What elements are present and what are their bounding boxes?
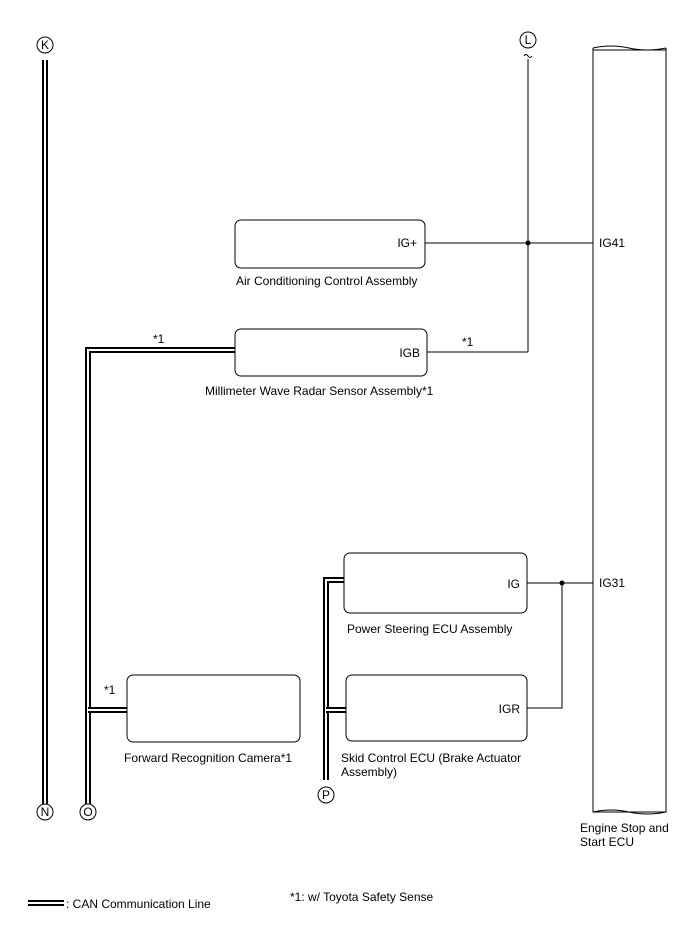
legend-can-label: : CAN Communication Line	[66, 897, 211, 911]
connector-o: O	[79, 803, 97, 821]
power-steering-label: Power Steering ECU Assembly	[347, 622, 512, 636]
wire-l-break	[523, 54, 533, 58]
pin-igb: IGB	[399, 346, 420, 360]
can-bus-o	[85, 347, 236, 804]
millimeter-wave-label: Millimeter Wave Radar Sensor Assembly*1	[205, 384, 434, 398]
power-steering-ecu-assembly: IG Power Steering ECU Assembly	[343, 552, 528, 636]
connector-p: P	[317, 786, 335, 804]
air-conditioning-control-assembly: IG+ Air Conditioning Control Assembly	[234, 219, 426, 288]
splice-ig31	[559, 580, 565, 586]
engine-ecu-name-1: Engine Stop and	[580, 821, 669, 835]
forward-recognition-camera: Forward Recognition Camera*1 *1	[104, 674, 301, 765]
skid-control-label-2: Assembly)	[341, 765, 397, 779]
pin-ig: IG	[507, 577, 520, 591]
skid-control-ecu: IGR Skid Control ECU (Brake Actuator Ass…	[341, 674, 528, 779]
wire-igr	[527, 583, 563, 709]
pin-ig41: IG41	[599, 236, 625, 250]
forward-camera-label: Forward Recognition Camera*1	[124, 751, 292, 765]
connector-n: N	[36, 803, 54, 821]
connector-l-label: L	[525, 33, 532, 47]
legend: : CAN Communication Line *1: w/ Toyota S…	[28, 890, 434, 911]
connector-k: K	[36, 36, 54, 54]
pin-igr: IGR	[499, 702, 521, 716]
can-bus-p	[323, 577, 347, 780]
connector-o-label: O	[83, 805, 92, 819]
engine-stop-start-ecu: IG41 IG31 Engine Stop and Start ECU	[580, 45, 669, 849]
millimeter-wave-radar-sensor-assembly: IGB Millimeter Wave Radar Sensor Assembl…	[153, 328, 474, 398]
air-conditioning-label: Air Conditioning Control Assembly	[236, 274, 417, 288]
legend-note: *1: w/ Toyota Safety Sense	[290, 890, 434, 904]
engine-ecu-name-2: Start ECU	[580, 835, 634, 849]
skid-control-label-1: Skid Control ECU (Brake Actuator	[341, 751, 521, 765]
millimeter-wave-note-left: *1	[153, 332, 165, 346]
connector-l: L	[519, 31, 537, 49]
connector-p-label: P	[322, 788, 330, 802]
pin-ig31: IG31	[599, 576, 625, 590]
connector-k-label: K	[41, 38, 49, 52]
pin-ig-plus: IG+	[397, 236, 417, 250]
millimeter-wave-note-right: *1	[462, 335, 474, 349]
splice-ig41	[525, 240, 531, 246]
forward-camera-note: *1	[104, 683, 116, 697]
connector-n-label: N	[41, 805, 50, 819]
